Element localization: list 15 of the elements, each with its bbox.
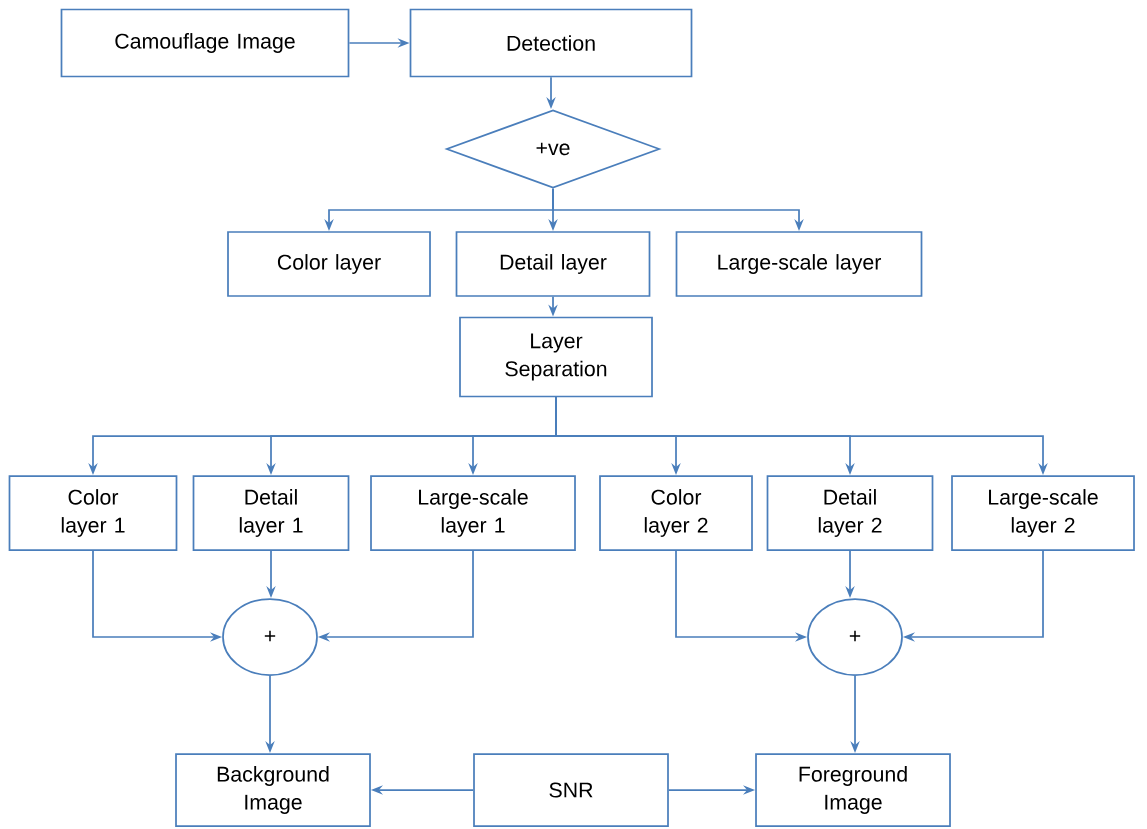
flow-box: Color layer 2 [599,475,753,551]
flow-box: Color layer [227,231,431,297]
flow-box: Detail layer 2 [766,475,934,551]
flow-box: Detail layer [455,231,651,297]
flow-box: Large-scale layer 2 [951,475,1135,551]
flow-box: SNR [473,753,669,827]
flow-box: Background Image [175,753,371,827]
flow-box: Large-scale layer [675,231,923,297]
flow-box: Foreground Image [755,753,951,827]
flow-box: Camouflage Image [60,8,350,78]
flow-box: Large-scale layer 1 [370,475,576,551]
flow-box: Detail layer 1 [192,475,350,551]
flow-box: Layer Separation [459,316,653,398]
flow-box: Detection [409,8,693,78]
flow-box: Color layer 1 [8,475,178,551]
